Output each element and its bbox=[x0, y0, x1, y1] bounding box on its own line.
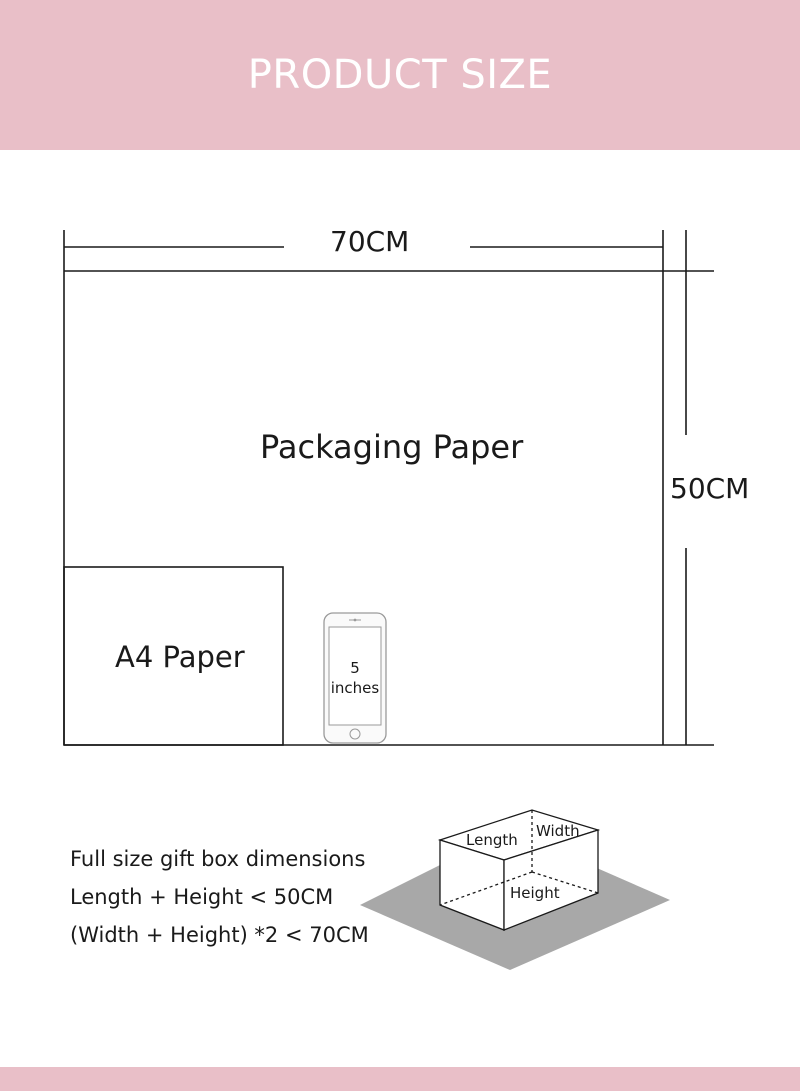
info-line: (Width + Height) *2 < 70CM bbox=[70, 923, 369, 947]
info-line: Full size gift box dimensions bbox=[70, 847, 366, 871]
phone-icon bbox=[323, 612, 387, 744]
width-dimension-label: 70CM bbox=[330, 225, 410, 258]
box-height-label: Height bbox=[510, 884, 560, 902]
info-line: Length + Height < 50CM bbox=[70, 885, 334, 909]
box-length-label: Length bbox=[466, 831, 518, 849]
height-dimension-label: 50CM bbox=[670, 472, 750, 505]
phone-size-label: 5 inches bbox=[326, 658, 384, 698]
page-title: PRODUCT SIZE bbox=[247, 52, 553, 98]
gift-box-info: Full size gift box dimensions Length + H… bbox=[70, 840, 369, 954]
packaging-paper-label: Packaging Paper bbox=[260, 428, 524, 466]
a4-paper-rect bbox=[63, 566, 284, 746]
gift-box-icon bbox=[437, 809, 601, 931]
footer-band bbox=[0, 1067, 800, 1091]
header-banner: PRODUCT SIZE bbox=[0, 0, 800, 150]
box-width-label: Width bbox=[536, 822, 580, 840]
phone-size-number: 5 bbox=[350, 659, 360, 677]
a4-paper-label: A4 Paper bbox=[115, 640, 245, 674]
phone-size-unit: inches bbox=[330, 679, 380, 697]
